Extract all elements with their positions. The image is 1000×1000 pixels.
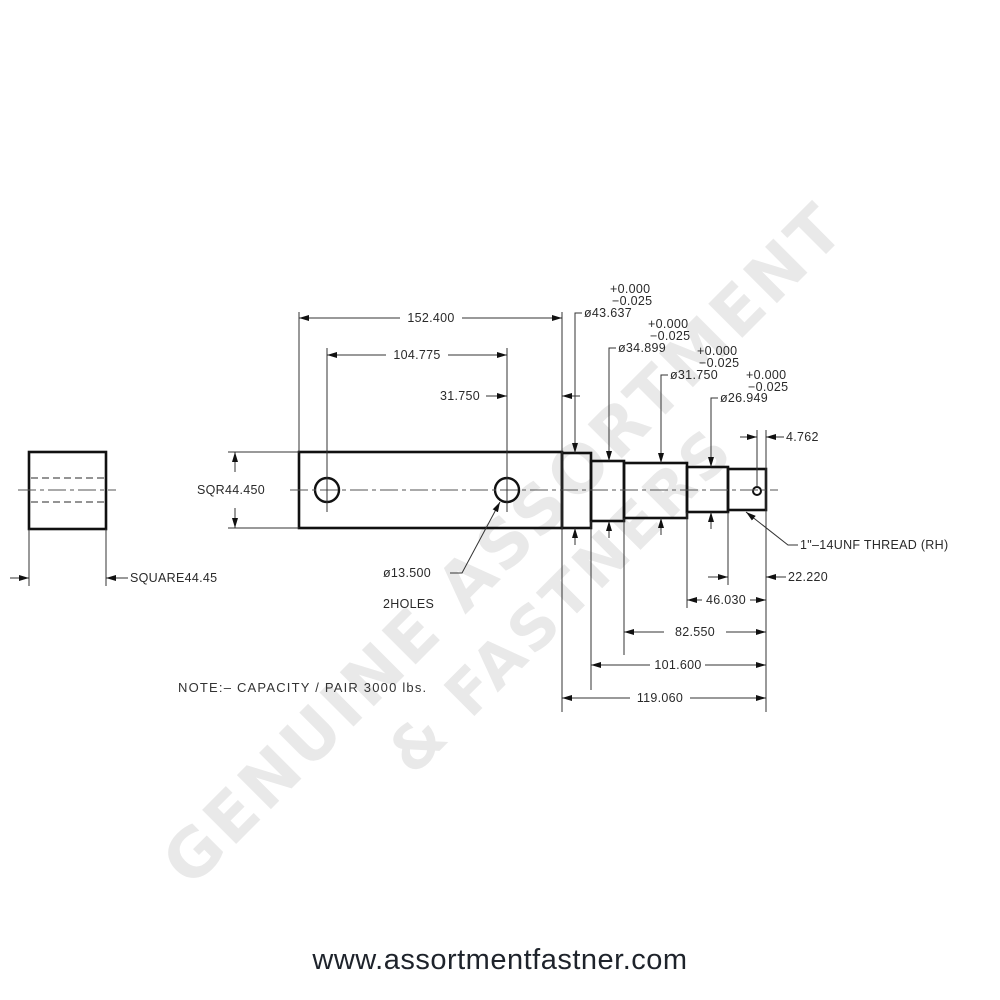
watermark-line1: GENUINE ASSORTMENT — [148, 188, 861, 901]
square-dim-label: SQR44.450 — [197, 483, 265, 497]
main-view: SQR44.450 152.400 104.775 31.750 ø43.637… — [197, 282, 948, 712]
side-view: SQUARE44.45 — [10, 450, 217, 586]
dim-4-762: 4.762 — [786, 430, 819, 444]
diameter-callout-43637: ø43.637 +0.000 −0.025 — [572, 282, 652, 545]
thread-label: 1"–14UNF THREAD (RH) — [800, 538, 948, 552]
dim-22-220: 22.220 — [788, 570, 828, 584]
hole-leader — [450, 501, 501, 574]
dim-152-400: 152.400 — [407, 311, 454, 325]
diameter-value: ø31.750 — [670, 368, 718, 382]
diameter-callout-26949: ø26.949 +0.000 −0.025 — [708, 368, 788, 529]
dim-119-060: 119.060 — [637, 691, 683, 705]
tolerance-minus: −0.025 — [650, 329, 690, 343]
capacity-note: NOTE:– CAPACITY / PAIR 3000 lbs. — [178, 680, 427, 695]
dim-82-550: 82.550 — [675, 625, 715, 639]
thread-leader — [745, 511, 798, 546]
tolerance-plus: +0.000 — [746, 368, 786, 382]
tolerance-plus: +0.000 — [648, 317, 688, 331]
tolerance-minus: −0.025 — [699, 356, 739, 370]
cotter-pin-hole — [752, 486, 762, 496]
tolerance-minus: −0.025 — [748, 380, 788, 394]
tolerance-plus: +0.000 — [610, 282, 650, 296]
diameter-callout-31750: ø31.750 +0.000 −0.025 — [658, 344, 739, 535]
website-url[interactable]: www.assortmentfastner.com — [312, 944, 688, 976]
tolerance-minus: −0.025 — [612, 294, 652, 308]
diameter-value: ø26.949 — [720, 391, 768, 405]
diameter-callout-34899: ø34.899 +0.000 −0.025 — [606, 317, 690, 538]
dim-104-775: 104.775 — [393, 348, 440, 362]
dim-46-030: 46.030 — [706, 593, 746, 607]
dim-101-600: 101.600 — [654, 658, 701, 672]
diameter-value: ø43.637 — [584, 306, 632, 320]
diameter-value: ø34.899 — [618, 341, 666, 355]
hole-diameter-label: ø13.500 — [383, 566, 431, 580]
tolerance-plus: +0.000 — [697, 344, 737, 358]
side-square-label: SQUARE44.45 — [130, 571, 217, 585]
hole-count-label: 2HOLES — [383, 597, 434, 611]
dim-31-750: 31.750 — [440, 389, 480, 403]
